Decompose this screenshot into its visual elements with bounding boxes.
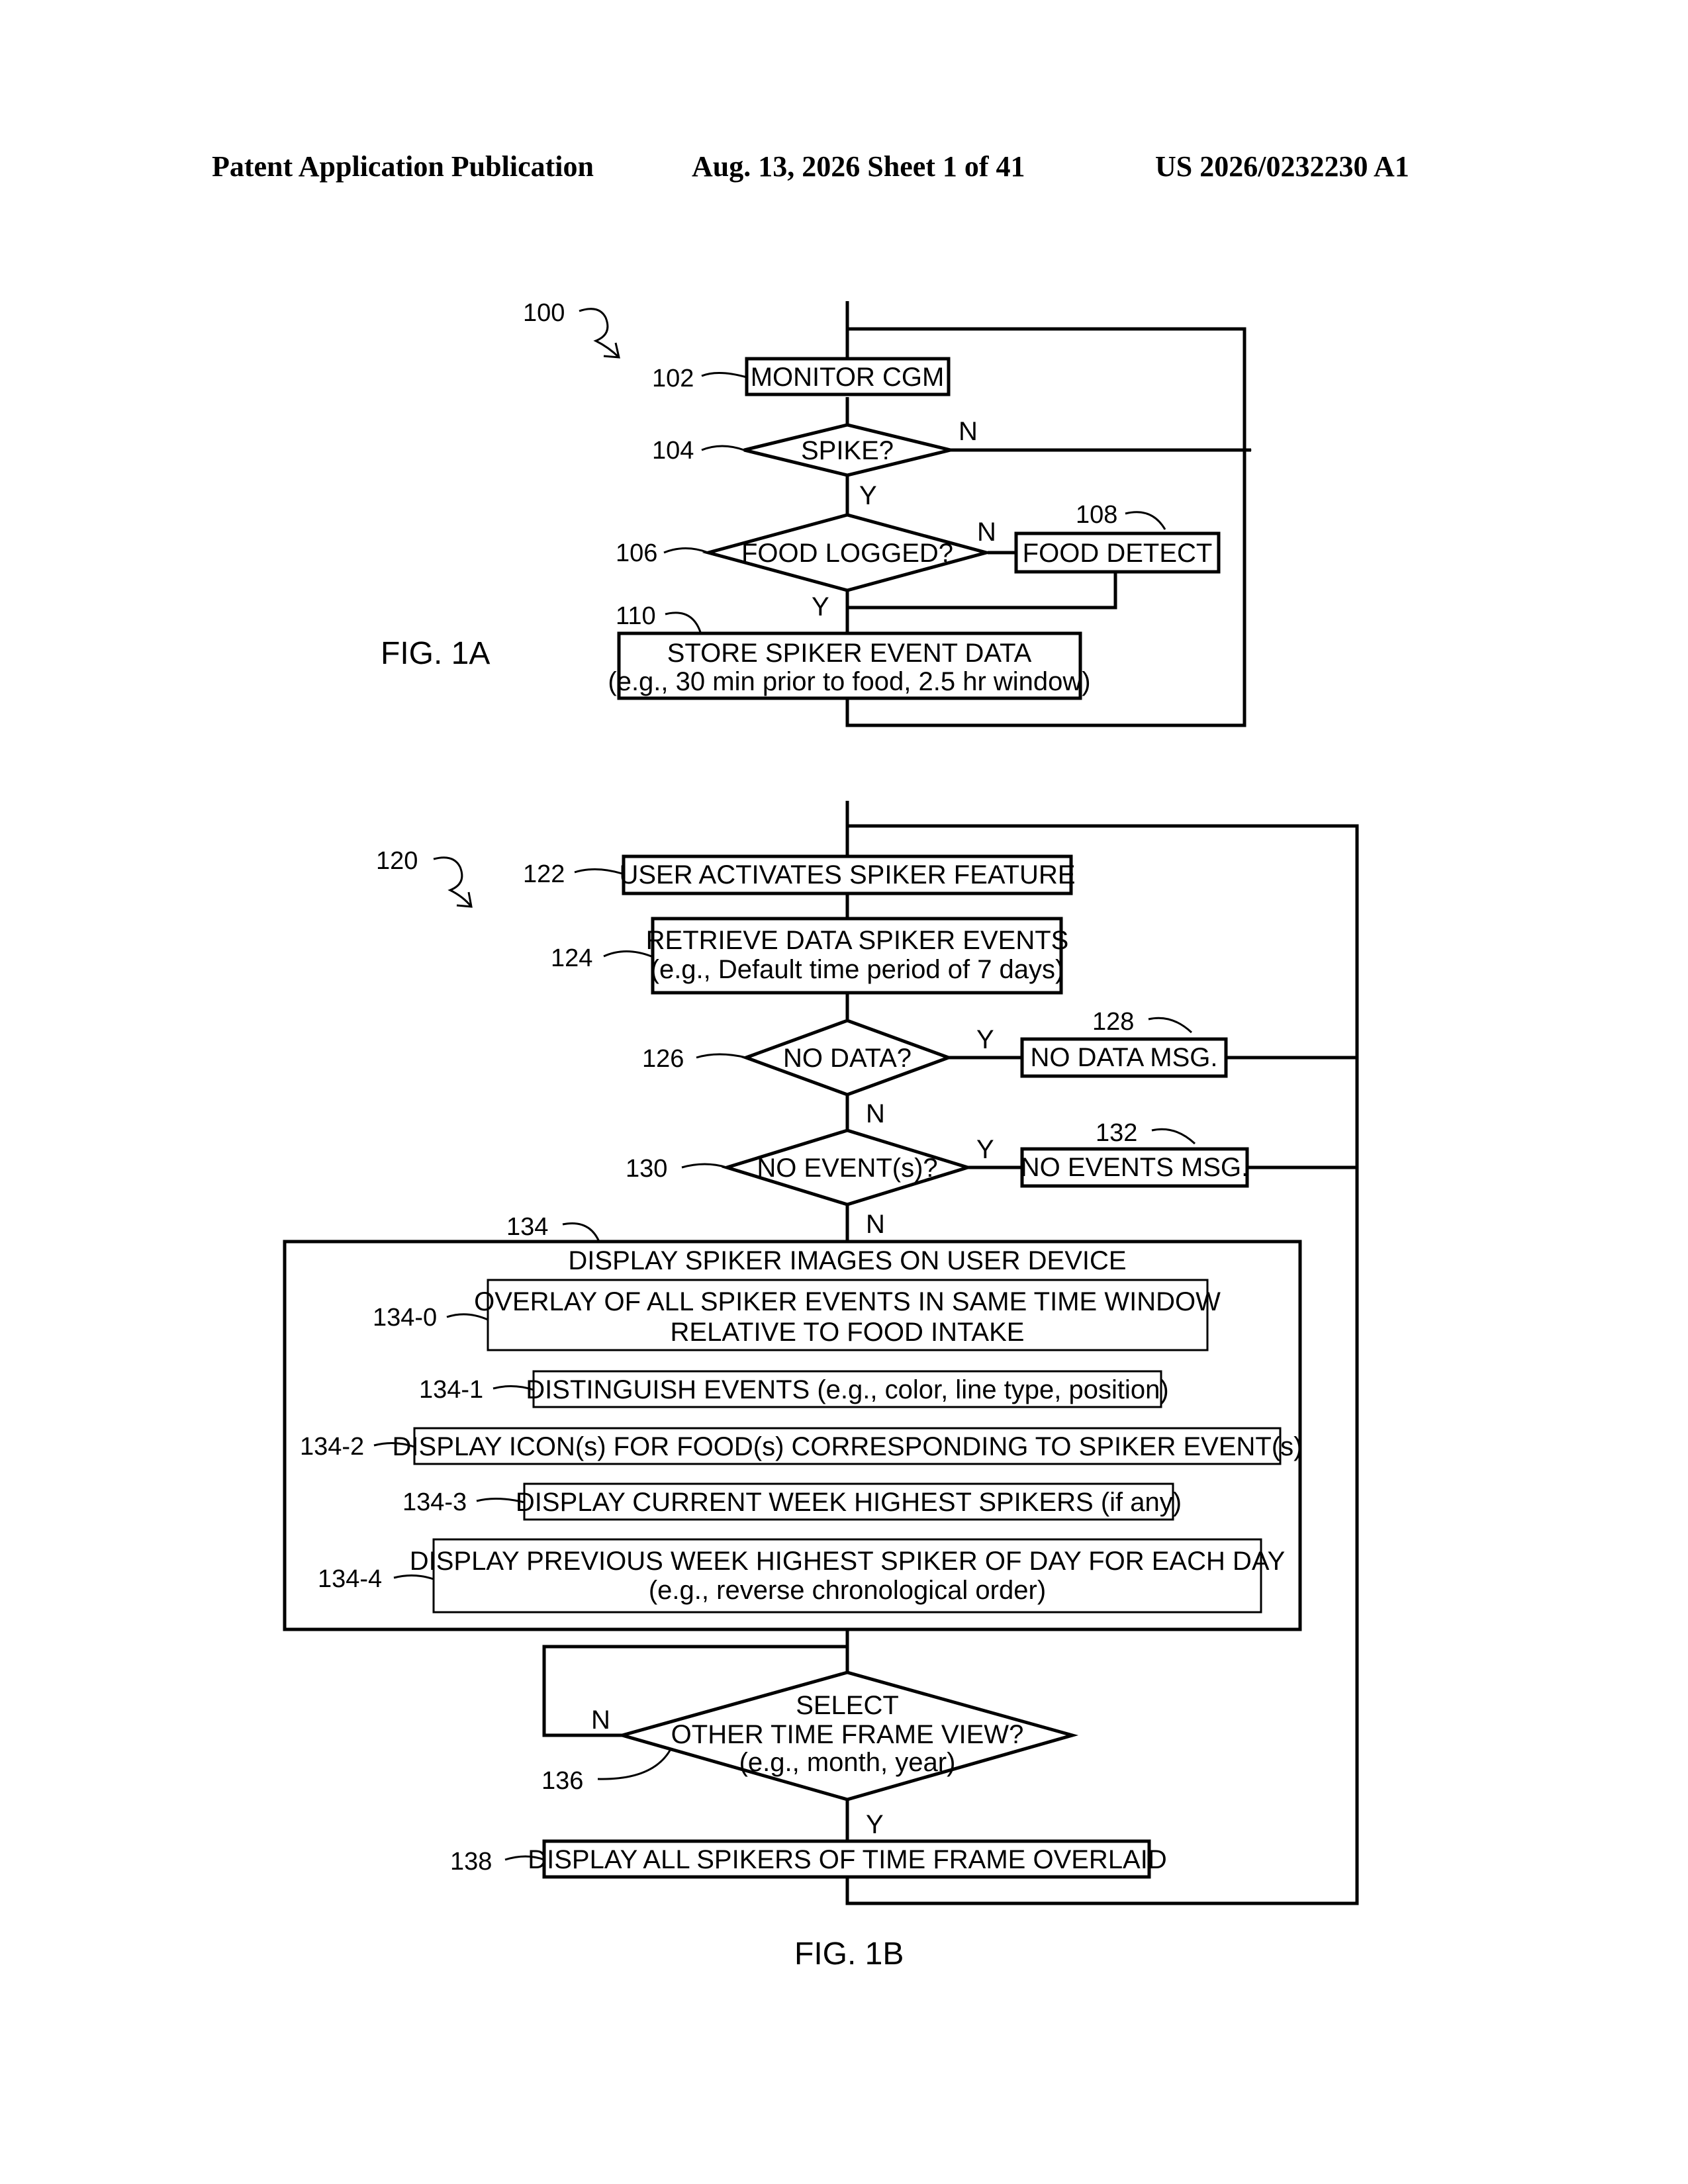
food-logged-no-label: N	[977, 518, 996, 547]
overlay-events-line1: OVERLAY OF ALL SPIKER EVENTS IN SAME TIM…	[474, 1287, 1221, 1316]
store-event-line2: (e.g., 30 min prior to food, 2.5 hr wind…	[608, 667, 1090, 696]
user-activates-label: USER ACTIVATES SPIKER FEATURE	[619, 860, 1075, 889]
spike-yes-label: Y	[859, 481, 877, 510]
ref-108: 108	[1076, 501, 1117, 529]
no-event-no-label: N	[866, 1210, 885, 1239]
ref-124: 124	[551, 944, 592, 972]
food-logged-yes-label: Y	[812, 592, 829, 621]
ref-132-leader	[1152, 1129, 1195, 1144]
overlay-events-line2: RELATIVE TO FOOD INTAKE	[671, 1318, 1025, 1347]
retrieve-data-line1: RETRIEVE DATA SPIKER EVENTS	[646, 926, 1069, 955]
ref-124-leader	[604, 952, 651, 957]
ref-138: 138	[450, 1848, 492, 1876]
previous-week-line1: DISPLAY PREVIOUS WEEK HIGHEST SPIKER OF …	[410, 1547, 1286, 1576]
ref-134-leader	[563, 1223, 599, 1242]
ref-102-leader	[702, 373, 747, 377]
ref-104-leader	[702, 446, 744, 450]
ref-100-leader	[579, 309, 619, 357]
ref-122-leader	[575, 869, 622, 874]
ref-122: 122	[523, 860, 565, 888]
display-all-spikers-label: DISPLAY ALL SPIKERS OF TIME FRAME OVERLA…	[528, 1845, 1167, 1874]
no-data-no-label: N	[866, 1099, 885, 1128]
ref-128: 128	[1092, 1008, 1134, 1036]
select-time-frame-line1: SELECT	[796, 1691, 899, 1720]
ref-134-3: 134-3	[402, 1488, 467, 1516]
current-week-label: DISPLAY CURRENT WEEK HIGHEST SPIKERS (if…	[516, 1488, 1182, 1517]
ref-110: 110	[616, 602, 656, 630]
ref-120-leader	[434, 858, 471, 907]
select-time-frame-line3: (e.g., month, year)	[739, 1748, 956, 1777]
no-event-label: NO EVENT(s)?	[757, 1154, 937, 1183]
ref-134-4: 134-4	[318, 1565, 382, 1593]
distinguish-events-label: DISTINGUISH EVENTS (e.g., color, line ty…	[526, 1375, 1168, 1404]
spike-label: SPIKE?	[801, 436, 894, 465]
ref-134-0: 134-0	[373, 1304, 437, 1332]
retrieve-data-line2: (e.g., Default time period of 7 days)	[651, 955, 1064, 984]
food-detect-label: FOOD DETECT	[1023, 539, 1213, 568]
figure-1a: 100 102 MONITOR CGM 104 SPIKE? N Y 106 F…	[381, 299, 1251, 725]
ref-106-leader	[664, 549, 708, 553]
display-spiker-images-title: DISPLAY SPIKER IMAGES ON USER DEVICE	[568, 1246, 1126, 1275]
previous-week-line2: (e.g., reverse chronological order)	[649, 1576, 1046, 1605]
ref-126-leader	[696, 1054, 746, 1058]
header-publication-type: Patent Application Publication	[212, 150, 594, 183]
ref-132: 132	[1096, 1119, 1137, 1147]
page-header: Patent Application Publication Aug. 13, …	[212, 150, 1409, 183]
no-data-label: NO DATA?	[783, 1044, 912, 1073]
header-date-sheet: Aug. 13, 2026 Sheet 1 of 41	[692, 150, 1025, 183]
ref-120: 120	[376, 847, 418, 875]
figure-1b-label: FIG. 1B	[794, 1936, 904, 1972]
ref-102: 102	[652, 365, 694, 392]
ref-134-1: 134-1	[419, 1376, 483, 1404]
select-time-frame-line2: OTHER TIME FRAME VIEW?	[671, 1720, 1024, 1749]
select-no-label: N	[591, 1706, 610, 1735]
ref-130: 130	[626, 1155, 667, 1183]
figure-1a-label: FIG. 1A	[381, 636, 490, 671]
header-publication-number: US 2026/0232230 A1	[1155, 150, 1409, 183]
ref-134: 134	[506, 1213, 548, 1241]
ref-136-leader	[598, 1751, 670, 1779]
ref-110-leader	[665, 613, 700, 632]
ref-128-leader	[1149, 1018, 1192, 1032]
monitor-cgm-label: MONITOR CGM	[751, 363, 945, 392]
ref-130-leader	[682, 1164, 727, 1167]
ref-126: 126	[642, 1045, 684, 1073]
ref-136: 136	[541, 1767, 583, 1795]
select-yes-label: Y	[866, 1810, 884, 1839]
food-icons-label: DISPLAY ICON(s) FOR FOOD(s) CORRESPONDIN…	[393, 1432, 1303, 1461]
ref-106: 106	[616, 539, 657, 567]
ref-108-leader	[1125, 512, 1165, 529]
food-logged-label: FOOD LOGGED?	[741, 539, 953, 568]
no-data-yes-label: Y	[976, 1025, 994, 1054]
spike-no-label: N	[959, 417, 978, 446]
ref-104: 104	[652, 437, 694, 465]
no-event-yes-label: Y	[976, 1135, 994, 1164]
store-event-line1: STORE SPIKER EVENT DATA	[667, 639, 1032, 668]
ref-134-2: 134-2	[300, 1433, 364, 1461]
ref-100: 100	[523, 299, 565, 327]
no-events-msg-label: NO EVENTS MSG.	[1021, 1153, 1249, 1182]
no-data-msg-label: NO DATA MSG.	[1031, 1043, 1218, 1072]
figure-1b: 120 122 USER ACTIVATES SPIKER FEATURE 12…	[285, 801, 1357, 1972]
